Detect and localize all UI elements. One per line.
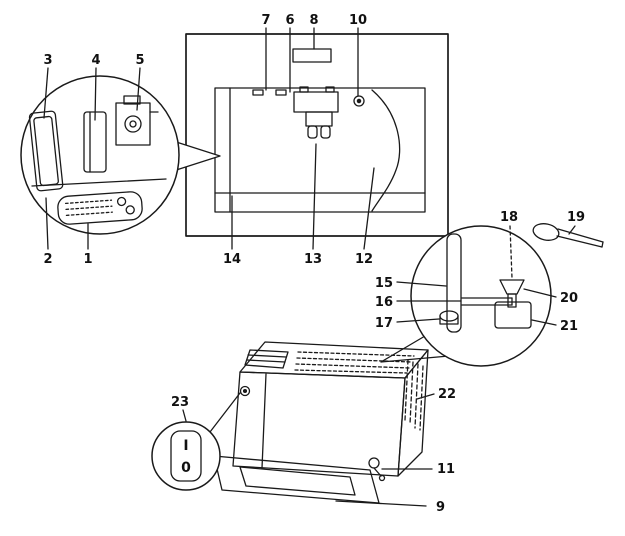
front-view bbox=[185, 33, 449, 237]
door-edge bbox=[371, 89, 401, 212]
callout-17: 17 bbox=[375, 316, 393, 331]
service-door bbox=[28, 110, 64, 192]
bean-funnel bbox=[499, 279, 525, 308]
power-switch-location bbox=[239, 385, 251, 397]
top-left-vent bbox=[244, 349, 289, 369]
callout-7: 7 bbox=[261, 13, 270, 28]
cup-warmer-grid bbox=[294, 351, 415, 374]
display-panel bbox=[292, 48, 332, 63]
callout-1: 1 bbox=[83, 252, 92, 267]
callout-19: 19 bbox=[567, 210, 585, 225]
coffee-spout bbox=[305, 111, 333, 127]
water-tank bbox=[446, 233, 462, 333]
tank-base bbox=[494, 301, 532, 329]
callout-11: 11 bbox=[437, 462, 455, 477]
right-detail-circle bbox=[380, 225, 552, 367]
callout-22: 22 bbox=[438, 387, 456, 402]
steam-knob bbox=[353, 95, 365, 107]
power-switch bbox=[170, 430, 202, 482]
side-vents bbox=[404, 359, 424, 431]
callout-10: 10 bbox=[349, 13, 367, 28]
brewing-unit bbox=[115, 95, 159, 146]
measuring-scoop bbox=[532, 223, 604, 248]
callout-8: 8 bbox=[309, 13, 318, 28]
left-detail-circle bbox=[20, 75, 221, 235]
power-switch-detail bbox=[151, 392, 241, 491]
callout-6: 6 bbox=[285, 13, 294, 28]
callout-15: 15 bbox=[375, 276, 393, 291]
power-switch-off-label: 0 bbox=[181, 460, 191, 476]
callout-9: 9 bbox=[436, 500, 445, 515]
callout-3: 3 bbox=[43, 53, 52, 68]
power-switch-on-label: I bbox=[183, 438, 188, 454]
callout-12: 12 bbox=[355, 252, 373, 267]
condensation-fitting bbox=[368, 457, 386, 482]
drip-tray bbox=[213, 455, 380, 504]
perspective-view bbox=[213, 341, 429, 504]
callout-labels: 1 2 3 4 5 6 7 8 9 10 11 12 13 14 15 16 1… bbox=[43, 13, 585, 515]
callout-21: 21 bbox=[560, 319, 578, 334]
callout-14: 14 bbox=[223, 252, 241, 267]
callout-20: 20 bbox=[560, 291, 578, 306]
brew-group bbox=[293, 91, 339, 113]
callout-18: 18 bbox=[500, 210, 518, 225]
drip-grid bbox=[57, 191, 143, 225]
water-filter bbox=[439, 310, 459, 325]
callout-23: 23 bbox=[171, 395, 189, 410]
front-inner-panel bbox=[214, 87, 426, 213]
leader-lines bbox=[43, 27, 576, 507]
callout-4: 4 bbox=[91, 53, 100, 68]
callout-13: 13 bbox=[304, 252, 322, 267]
callout-5: 5 bbox=[135, 53, 144, 68]
callout-2: 2 bbox=[43, 252, 52, 267]
callout-16: 16 bbox=[375, 295, 393, 310]
